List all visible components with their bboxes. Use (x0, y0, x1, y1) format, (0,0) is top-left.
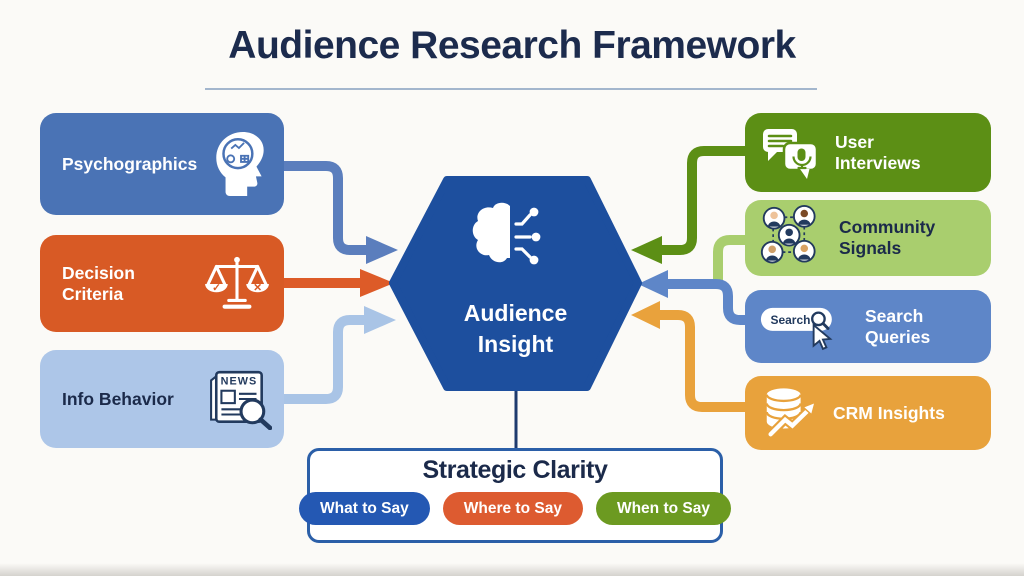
strategic-clarity-panel: Strategic Clarity What to Say Where to S… (299, 448, 731, 543)
pill-what-to-say: What to Say (299, 492, 430, 525)
arrow-crm (660, 310, 745, 412)
search-bar-text: Search (771, 313, 811, 327)
arrow-psychographics (283, 161, 366, 255)
hexagon-audience-insight (389, 176, 642, 391)
box-search-queries-label: Search Queries (865, 305, 931, 347)
arrowhead-search (638, 270, 668, 298)
box-user-interviews-label: User Interviews (835, 131, 921, 173)
strategic-clarity-pills: What to Say Where to Say When to Say (299, 492, 731, 525)
arrowhead-psychographics (366, 236, 398, 264)
box-decision-criteria: Decision Criteria ✓ ✕ (40, 235, 284, 332)
connector-community (713, 235, 745, 284)
box-decision-criteria-label: Decision Criteria (62, 262, 135, 304)
box-psychographics-label: Psychographics (62, 153, 198, 174)
head-gears-icon (210, 130, 272, 198)
arrowhead-info (364, 306, 396, 334)
arrow-info (280, 315, 364, 404)
hexagon-label-line2: Insight (477, 331, 554, 357)
arrowhead-decision (360, 269, 394, 297)
hexagon-label: Audience Insight (393, 298, 638, 360)
box-search-queries: Search Search Queries (745, 290, 991, 363)
balance-scale-icon: ✓ ✕ (202, 253, 272, 315)
title-underline (205, 88, 817, 90)
database-growth-icon (759, 384, 819, 442)
chat-mic-icon (759, 124, 821, 182)
box-info-behavior-label: Info Behavior (62, 388, 174, 409)
people-network-icon (759, 205, 825, 271)
scale-cross-glyph: ✕ (253, 283, 262, 294)
bottom-shadow-band (0, 563, 1024, 576)
hexagon-label-line1: Audience (463, 300, 568, 326)
box-user-interviews: User Interviews (745, 113, 991, 192)
scale-check-glyph: ✓ (212, 283, 221, 294)
box-community-signals: Community Signals (745, 200, 991, 276)
pill-where-to-say: Where to Say (442, 492, 583, 525)
box-crm-insights: CRM Insights (745, 376, 991, 450)
brain-circuit-icon (468, 200, 552, 272)
box-community-signals-label: Community Signals (839, 217, 936, 258)
box-info-behavior: Info Behavior NEWS (40, 350, 284, 448)
page-title: Audience Research Framework (228, 24, 796, 67)
newspaper-search-icon: NEWS (208, 368, 272, 430)
box-crm-insights-label: CRM Insights (833, 402, 945, 423)
search-bar-cursor-icon: Search (759, 299, 851, 355)
arrowhead-crm (631, 301, 660, 329)
arrowhead-user-interviews (631, 236, 662, 264)
box-psychographics: Psychographics (40, 113, 284, 215)
arrow-user-interviews (662, 146, 745, 255)
arrow-search (668, 279, 745, 325)
strategic-clarity-title: Strategic Clarity (422, 456, 608, 484)
newspaper-title-text: NEWS (221, 376, 258, 388)
pill-when-to-say: When to Say (595, 492, 731, 525)
